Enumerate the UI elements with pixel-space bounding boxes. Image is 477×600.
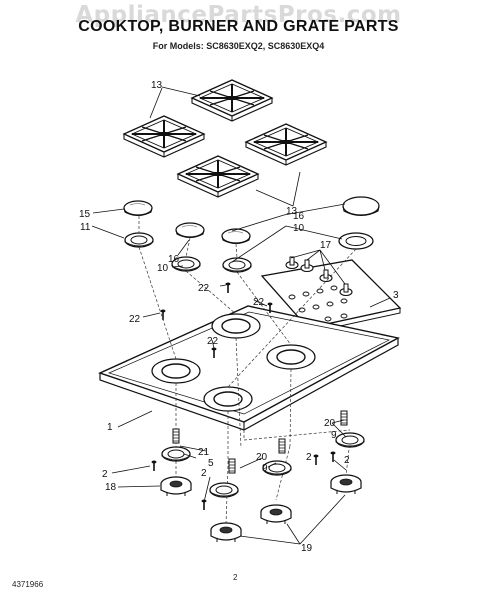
callout-17: 17 bbox=[320, 240, 332, 251]
burner-base-center bbox=[210, 522, 242, 543]
callout-18: 18 bbox=[105, 482, 117, 493]
screw-22-a bbox=[224, 281, 232, 294]
callout-2-center: 2 bbox=[201, 468, 207, 479]
callout-16-right: 16 bbox=[293, 211, 305, 222]
callout-19: 19 bbox=[301, 543, 313, 554]
page-number: 2 bbox=[233, 573, 238, 582]
screw-2-a bbox=[150, 459, 158, 472]
burner-base-mid bbox=[260, 504, 292, 525]
control-knob-1 bbox=[285, 256, 299, 270]
grate-top bbox=[191, 79, 273, 122]
grate-front bbox=[177, 155, 259, 198]
page-title: COOKTOP, BURNER AND GRATE PARTS bbox=[78, 18, 399, 35]
watermark: AppliancePartsPros.com bbox=[75, 2, 402, 28]
callout-2-left: 2 bbox=[102, 469, 108, 480]
gasket-center bbox=[209, 482, 239, 498]
callout-13-top: 13 bbox=[151, 80, 163, 91]
burner-cap-right-front bbox=[221, 228, 251, 245]
grate-left bbox=[123, 115, 205, 158]
callout-22-a: 22 bbox=[198, 283, 210, 294]
callout-20-mid: 20 bbox=[256, 452, 268, 463]
orifice-right bbox=[340, 410, 348, 426]
orifice-left bbox=[172, 428, 180, 444]
burner-ring-right-front bbox=[222, 257, 252, 273]
callout-9-mid: 9 bbox=[262, 463, 268, 474]
callout-1: 1 bbox=[107, 422, 113, 433]
callout-11: 11 bbox=[80, 222, 91, 233]
burner-base-left bbox=[160, 476, 192, 497]
callout-22-d: 22 bbox=[207, 336, 219, 347]
control-panel bbox=[260, 259, 402, 334]
callout-3: 3 bbox=[393, 290, 399, 301]
burner-ring-large bbox=[338, 232, 374, 250]
orifice-mid bbox=[278, 438, 286, 454]
burner-cap-left-front bbox=[175, 222, 205, 239]
alignment-lines bbox=[138, 216, 357, 525]
cooktop-panel bbox=[98, 305, 400, 431]
gasket-right bbox=[335, 432, 365, 448]
callout-10-left: 10 bbox=[157, 263, 169, 274]
callout-9-right: 9 bbox=[331, 430, 337, 441]
callout-16-left: 16 bbox=[168, 254, 180, 265]
grate-right bbox=[245, 123, 327, 166]
callout-15: 15 bbox=[79, 209, 91, 220]
burner-cap-left-rear bbox=[123, 200, 153, 217]
callout-2-mid: 2 bbox=[306, 452, 312, 463]
burner-base-right bbox=[330, 474, 362, 495]
callout-2-right: 2 bbox=[344, 455, 350, 466]
screw-2-c bbox=[312, 453, 320, 466]
gasket-left bbox=[161, 446, 191, 462]
orifice-center bbox=[228, 458, 236, 474]
leader-lines bbox=[91, 86, 391, 545]
callout-22-c: 22 bbox=[253, 297, 265, 308]
callout-5: 5 bbox=[208, 458, 214, 469]
callout-10-right: 10 bbox=[293, 223, 305, 234]
burner-cap-large bbox=[342, 196, 380, 216]
burner-ring-left-rear bbox=[124, 232, 154, 248]
callout-13-bottom: 13 bbox=[286, 206, 298, 217]
callout-20-right: 20 bbox=[324, 418, 336, 429]
control-knob-2 bbox=[300, 259, 314, 273]
document-number: 4371966 bbox=[12, 580, 44, 589]
callout-22-b: 22 bbox=[129, 314, 141, 325]
model-subtitle: For Models: SC8630EXQ2, SC8630EXQ4 bbox=[152, 41, 325, 51]
callout-21: 21 bbox=[198, 447, 210, 458]
